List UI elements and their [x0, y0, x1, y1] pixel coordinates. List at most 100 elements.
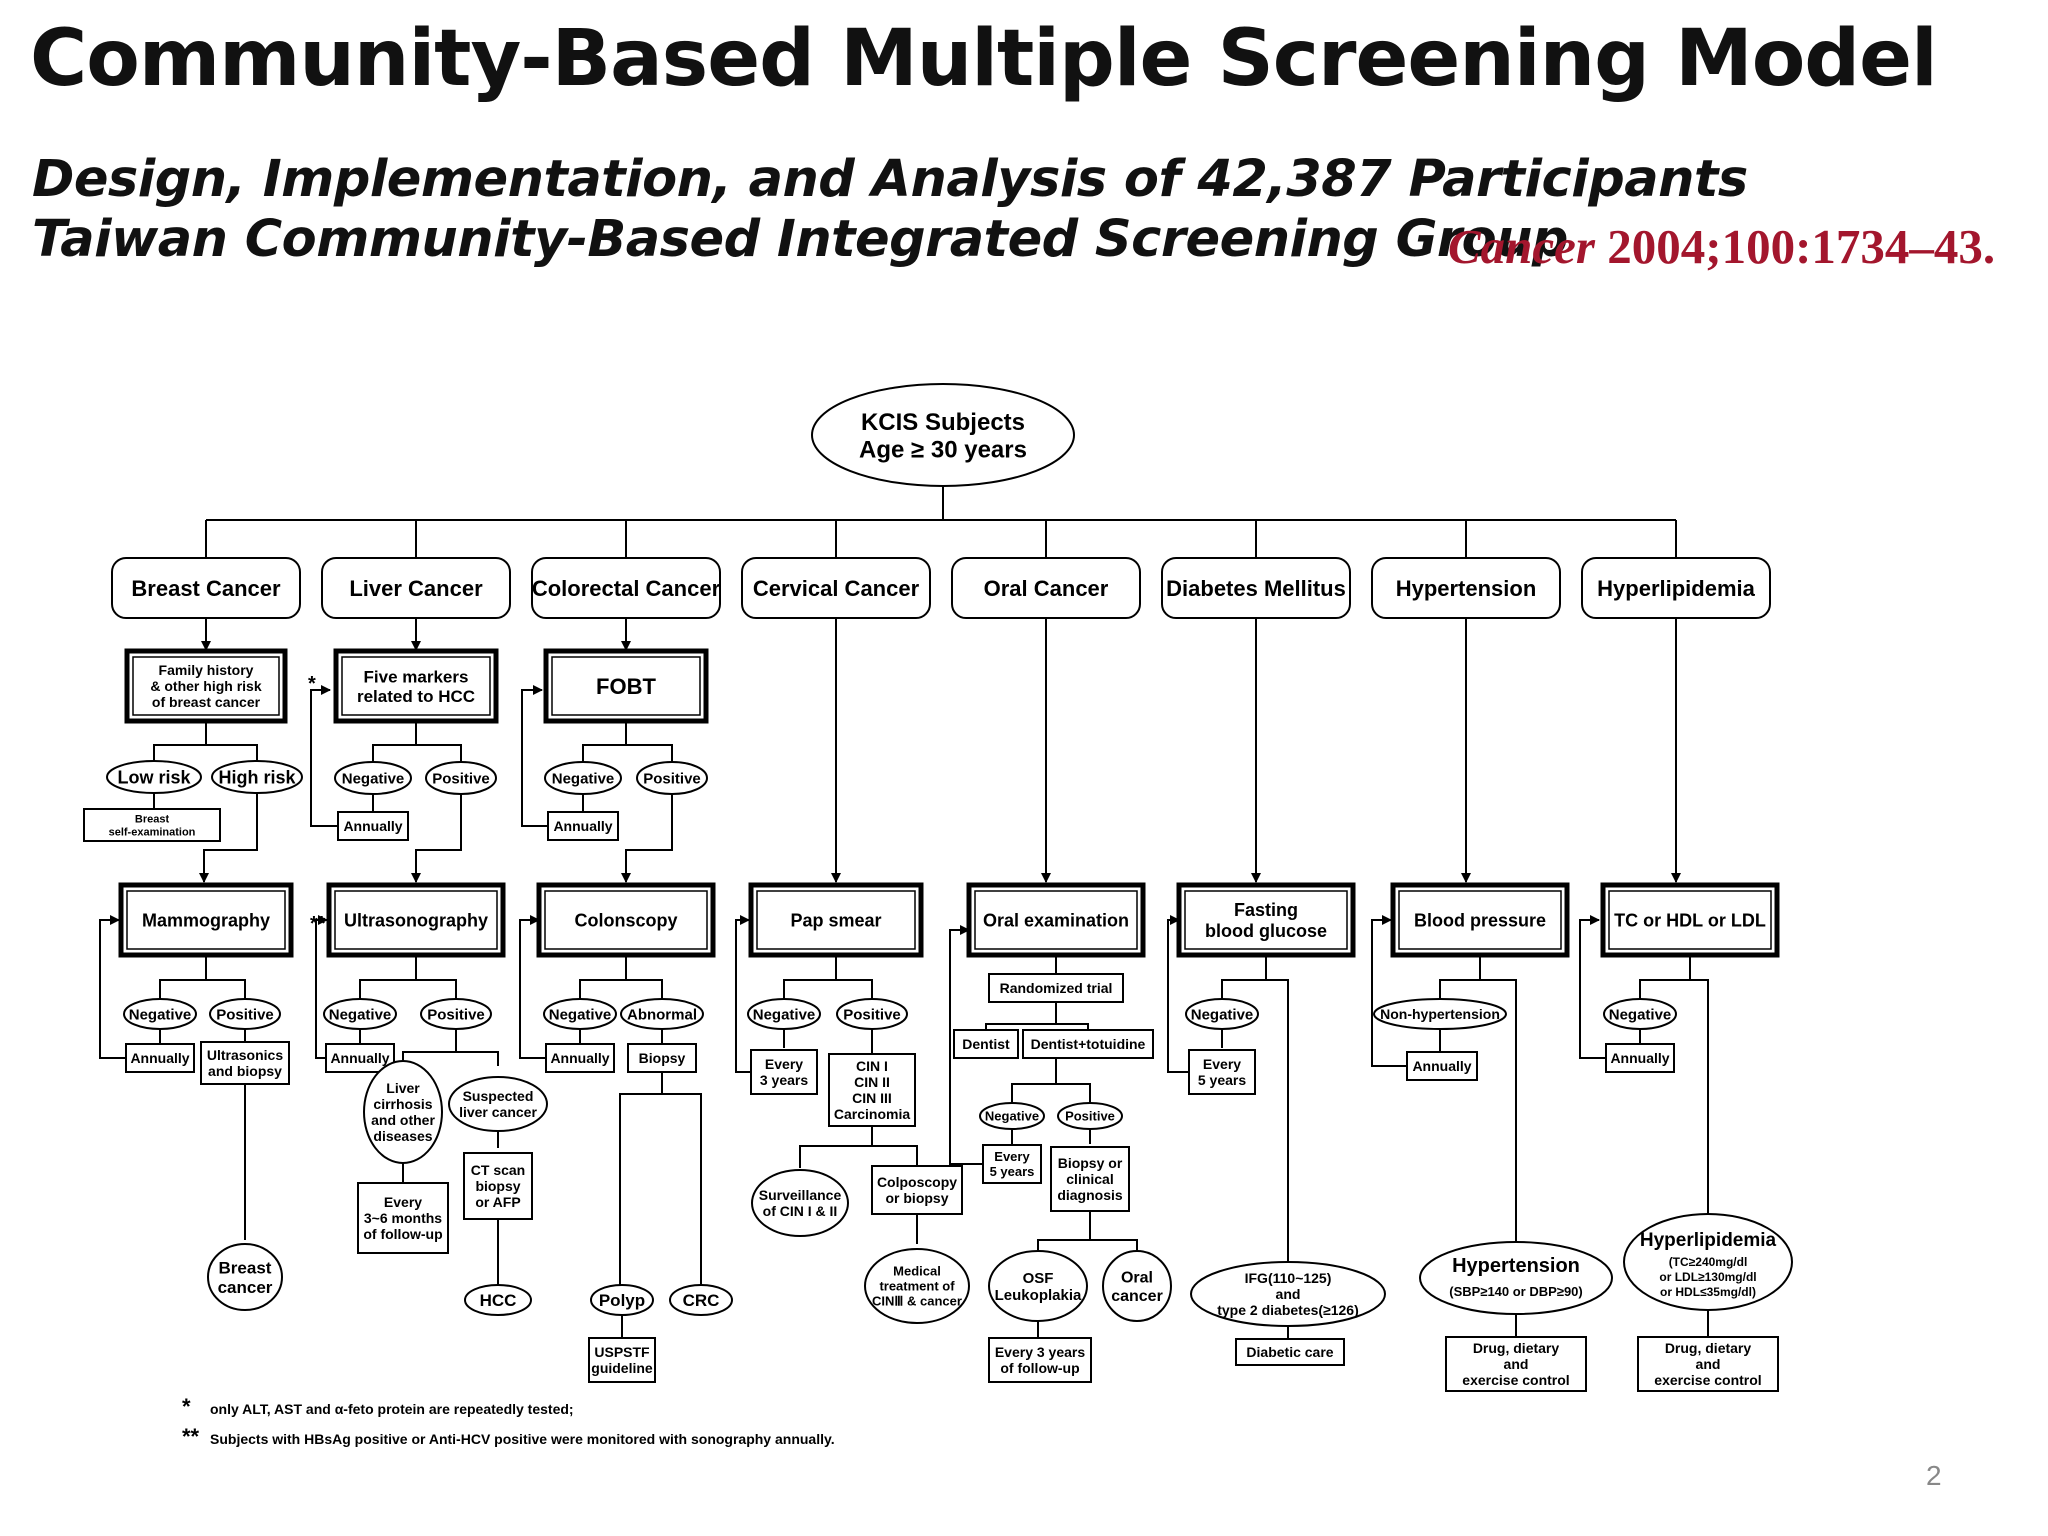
liver-cirrhosis-label: diseases: [373, 1128, 432, 1144]
oral-dentist-toluidine-shape: [1022, 1029, 1154, 1059]
connector: [836, 979, 873, 1000]
cervical-treatment-label: treatment of: [879, 1279, 955, 1294]
liver-suspected-cancer-label: Suspected: [463, 1088, 534, 1104]
connector: [579, 955, 627, 1000]
pap-smear-node-label: Pap smear: [790, 910, 881, 930]
hypertension-outcome-title: Hypertension: [1452, 1255, 1580, 1277]
liver-suspected-cancer-shape: [448, 1076, 548, 1132]
connector: [626, 979, 663, 1000]
liver-markers-inner-shape: [341, 656, 491, 716]
breast-high-risk: High risk: [211, 760, 303, 794]
connector: [1266, 979, 1289, 1264]
connector: [1167, 915, 1189, 1073]
footnote-mark-1: *: [182, 1394, 191, 1419]
hypertension-control-label: exercise control: [1462, 1372, 1569, 1388]
polyp-outcome-shape: [590, 1284, 654, 1316]
mammography-node: Mammography: [118, 882, 294, 958]
uspstf-guideline-label: USPSTF: [594, 1344, 650, 1360]
connector: [1690, 979, 1709, 1214]
cervical-treatment-label: Medical: [893, 1264, 941, 1279]
oral-cancer-outcome-label: cancer: [1111, 1288, 1163, 1305]
breast-low-risk-shape: [106, 760, 202, 794]
oral-biopsy-shape: [1050, 1146, 1130, 1212]
breast-positive-shape: [209, 998, 281, 1030]
cervical-cancer-node-shape: [741, 557, 931, 619]
mammography-node-inner-shape: [126, 890, 286, 950]
connector: [1480, 979, 1517, 1248]
cervical-colposcopy-label: Colposcopy: [877, 1174, 957, 1190]
colonoscopy-node: Colonscopy: [536, 882, 716, 958]
colorectal-annually: Annually: [547, 811, 619, 841]
colorectal-annually-label: Annually: [553, 818, 612, 834]
crc-outcome: CRC: [669, 1284, 733, 1316]
hypertension-node-shape: [1371, 557, 1561, 619]
colorectal-annually-2-label: Annually: [550, 1050, 609, 1066]
connector: [206, 744, 258, 765]
cervical-cancer-node: Cervical Cancer: [741, 557, 931, 619]
connector: [315, 915, 328, 1059]
breast-cancer-node-label: Breast Cancer: [131, 576, 281, 601]
non-hypertension-label: Non-hypertension: [1380, 1006, 1500, 1022]
slide-subtitle-line2: Taiwan Community-Based Integrated Screen…: [32, 210, 1568, 269]
root-node-label: KCIS Subjects: [861, 409, 1025, 436]
cervical-treatment-shape: [864, 1248, 970, 1324]
footnote-mark-2: **: [182, 1424, 200, 1449]
hypertension-annually-label: Annually: [1412, 1058, 1471, 1074]
connector: [1056, 1023, 1089, 1030]
colorectal-biopsy-shape: [627, 1043, 697, 1073]
connector: [521, 685, 548, 827]
diabetes-ifg-label: and: [1276, 1286, 1301, 1302]
hyperlipidemia-control-label: Drug, dietary: [1665, 1340, 1752, 1356]
diabetes-negative: Negative: [1185, 998, 1259, 1030]
footnote-2: Subjects with HBsAg positive or Anti-HCV…: [210, 1431, 835, 1447]
liver-cirrhosis-shape: [363, 1060, 443, 1164]
fobt-node-inner-shape: [551, 656, 701, 716]
hyperlipidemia-node: Hyperlipidemia: [1581, 557, 1771, 619]
liver-annually-label: Annually: [343, 818, 402, 834]
oral-positive: Positive: [1057, 1102, 1123, 1130]
hyperlipidemia-node-label: Hyperlipidemia: [1597, 576, 1755, 601]
oral-every-5-years-shape: [982, 1144, 1042, 1184]
colorectal-negative-label: Negative: [552, 770, 615, 787]
lipid-test-node-label: TC or HDL or LDL: [1614, 910, 1766, 930]
breast-ultrasonics-label: and biopsy: [208, 1063, 282, 1079]
connector: [1037, 1211, 1091, 1250]
oral-every-5-years-label: 5 years: [990, 1164, 1035, 1179]
ultrasonography-node-inner-shape: [334, 890, 498, 950]
oral-osf-leukoplakia-label: Leukoplakia: [995, 1287, 1082, 1304]
colorectal-negative-2-label: Negative: [549, 1006, 612, 1023]
oral-dentist-toluidine-label: Dentist+totuidine: [1031, 1036, 1146, 1052]
fobt-node: FOBT: [543, 648, 709, 724]
hypertension-control-shape: [1445, 1336, 1587, 1392]
connector: [1439, 955, 1481, 1000]
diabetic-care-label: Diabetic care: [1246, 1344, 1333, 1360]
oral-follow-up-shape: [988, 1337, 1092, 1383]
breast-self-exam-label: self-examination: [109, 826, 196, 838]
lipid-test-node: TC or HDL or LDL: [1600, 882, 1780, 958]
oral-negative-label: Negative: [985, 1109, 1039, 1124]
breast-positive: Positive: [209, 998, 281, 1030]
liver-annually-shape: [337, 811, 409, 841]
cervical-every-3-years-label: 3 years: [760, 1072, 808, 1088]
slide-title: Community-Based Multiple Screening Model: [30, 14, 1938, 104]
blood-pressure-node: Blood pressure: [1390, 882, 1570, 958]
liver-markers-label: related to HCC: [357, 687, 475, 706]
root-node-label: Age ≥ 30 years: [859, 436, 1027, 463]
citation-detail: 2004;100:1734–43.: [1595, 219, 1996, 274]
hyperlipidemia-control-label: exercise control: [1654, 1372, 1761, 1388]
oral-biopsy-label: clinical: [1066, 1171, 1113, 1187]
colonoscopy-node-label: Colonscopy: [574, 910, 677, 930]
oral-cancer-node: Oral Cancer: [951, 557, 1141, 619]
diabetic-care-shape: [1235, 1338, 1345, 1366]
liver-cirrhosis-label: Liver: [386, 1080, 420, 1096]
oral-cancer-node-shape: [951, 557, 1141, 619]
breast-cancer-node: Breast Cancer: [111, 557, 301, 619]
